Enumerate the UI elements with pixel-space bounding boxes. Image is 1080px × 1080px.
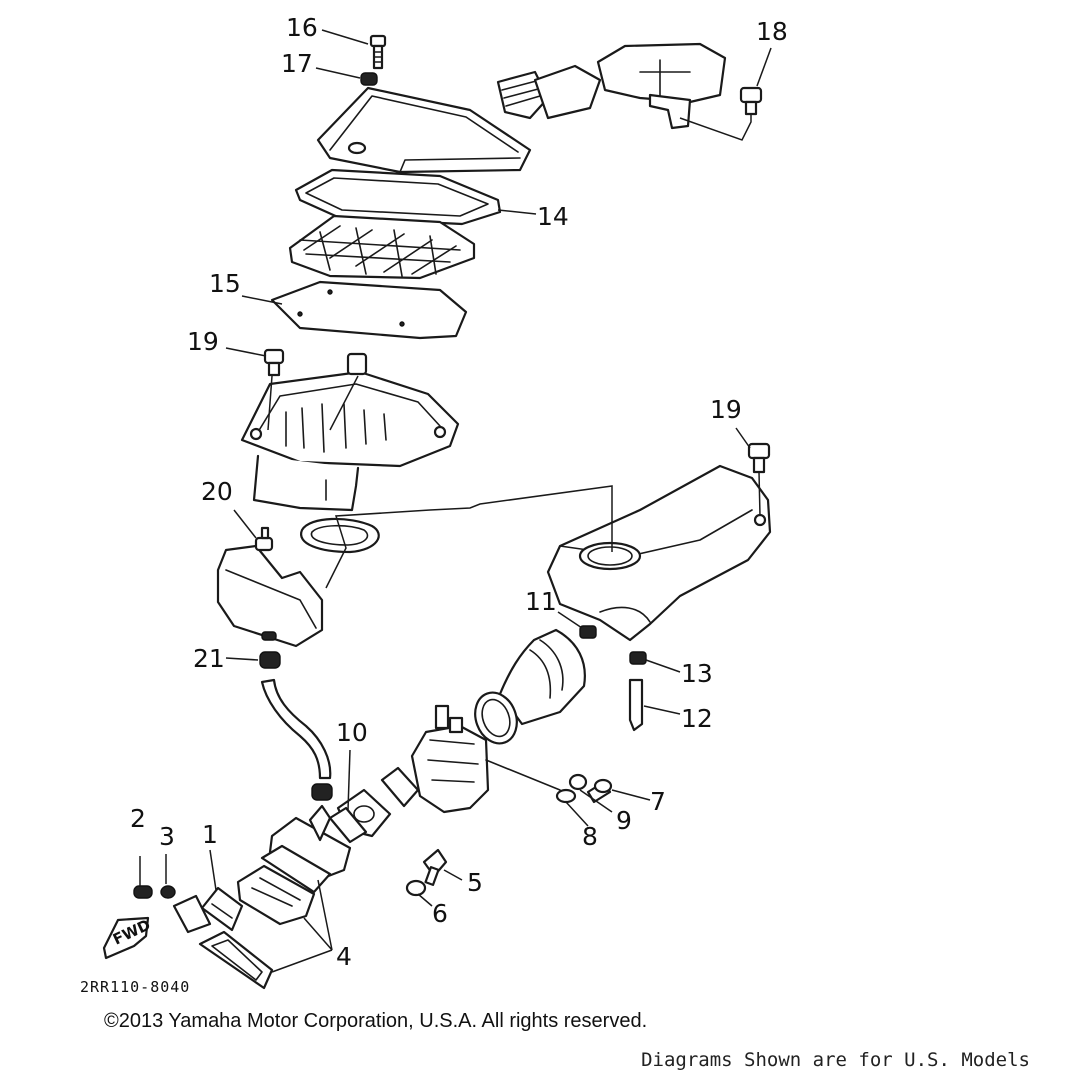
- base-gasket: [198, 930, 274, 990]
- callout-20: 20: [201, 477, 233, 506]
- lower-case-bolt: [747, 442, 771, 474]
- cover-grommet: [360, 72, 378, 86]
- callout-18: 18: [756, 17, 788, 46]
- callout-labels: 1 2 3 4 5 6 7 8 9 10 11 12 13 14 15 16 1…: [130, 13, 788, 971]
- drain-silencer-box: [216, 544, 324, 648]
- callout-21: 21: [193, 644, 225, 673]
- callout-8: 8: [582, 822, 598, 851]
- carb-insulator: [328, 766, 420, 844]
- reed-petal: [200, 886, 244, 932]
- callout-9: 9: [616, 806, 632, 835]
- boot-clamp: [474, 691, 518, 745]
- joint-washer: [405, 879, 427, 897]
- cover-bolt: [369, 34, 387, 70]
- filter-element: [270, 280, 468, 340]
- adjuster-spring: [568, 773, 588, 791]
- drain-clamp: [259, 651, 281, 669]
- callout-5: 5: [467, 868, 483, 897]
- case-bolt-left-line: [267, 375, 273, 431]
- callout-3: 3: [159, 822, 175, 851]
- callout-15: 15: [209, 269, 241, 298]
- reed-washer: [160, 885, 176, 899]
- us-models-note: Diagrams Shown are for U.S. Models: [641, 1049, 1030, 1071]
- intake-duct-assembly: [496, 42, 727, 130]
- callout-19-upper: 19: [187, 327, 219, 356]
- fwd-arrow-badge: FWD: [102, 916, 153, 960]
- silencer-screw: [254, 526, 274, 552]
- copyright-notice: ©2013 Yamaha Motor Corporation, U.S.A. A…: [104, 1010, 648, 1032]
- callout-6: 6: [432, 899, 448, 928]
- air-cleaner-cover: [316, 86, 532, 174]
- intake-joint-boot: [498, 628, 586, 726]
- callout-12: 12: [681, 704, 713, 733]
- callout-17: 17: [281, 49, 313, 78]
- callout-4: 4: [336, 942, 352, 971]
- callout-19-right: 19: [710, 395, 742, 424]
- callout-10: 10: [336, 718, 368, 747]
- reed-screw: [133, 885, 153, 899]
- case-connection-line: [325, 485, 613, 589]
- lower-case: [546, 464, 772, 642]
- drain-hose: [260, 678, 332, 780]
- callout-14: 14: [537, 202, 569, 231]
- duct-bolt-line: [679, 114, 752, 141]
- case-sleeve-line: [329, 375, 359, 431]
- cover-gasket: [294, 168, 502, 226]
- reed-stopper: [172, 894, 212, 934]
- callout-16: 16: [286, 13, 318, 42]
- drain-tube: [628, 651, 647, 732]
- reed-valve-assembly: [236, 783, 352, 926]
- case-seal-ring: [300, 517, 380, 554]
- lower-case-bolt-line: [758, 471, 761, 517]
- callout-13: 13: [681, 659, 713, 688]
- callout-1: 1: [202, 820, 218, 849]
- case-bolt-left: [263, 348, 285, 377]
- clip-11: [579, 625, 597, 639]
- callout-2: 2: [130, 804, 146, 833]
- leader-lines: [139, 29, 772, 973]
- carburetor: [410, 704, 561, 814]
- duct-bolt: [739, 86, 763, 116]
- diagram-reference-code: 2RR110-8040: [80, 978, 190, 996]
- adjuster-washer: [555, 788, 577, 804]
- callout-11: 11: [525, 587, 557, 616]
- joint-bolt: [422, 848, 448, 886]
- filter-frame: [288, 214, 476, 280]
- air-cleaner-case: [240, 352, 460, 512]
- callout-7: 7: [650, 787, 666, 816]
